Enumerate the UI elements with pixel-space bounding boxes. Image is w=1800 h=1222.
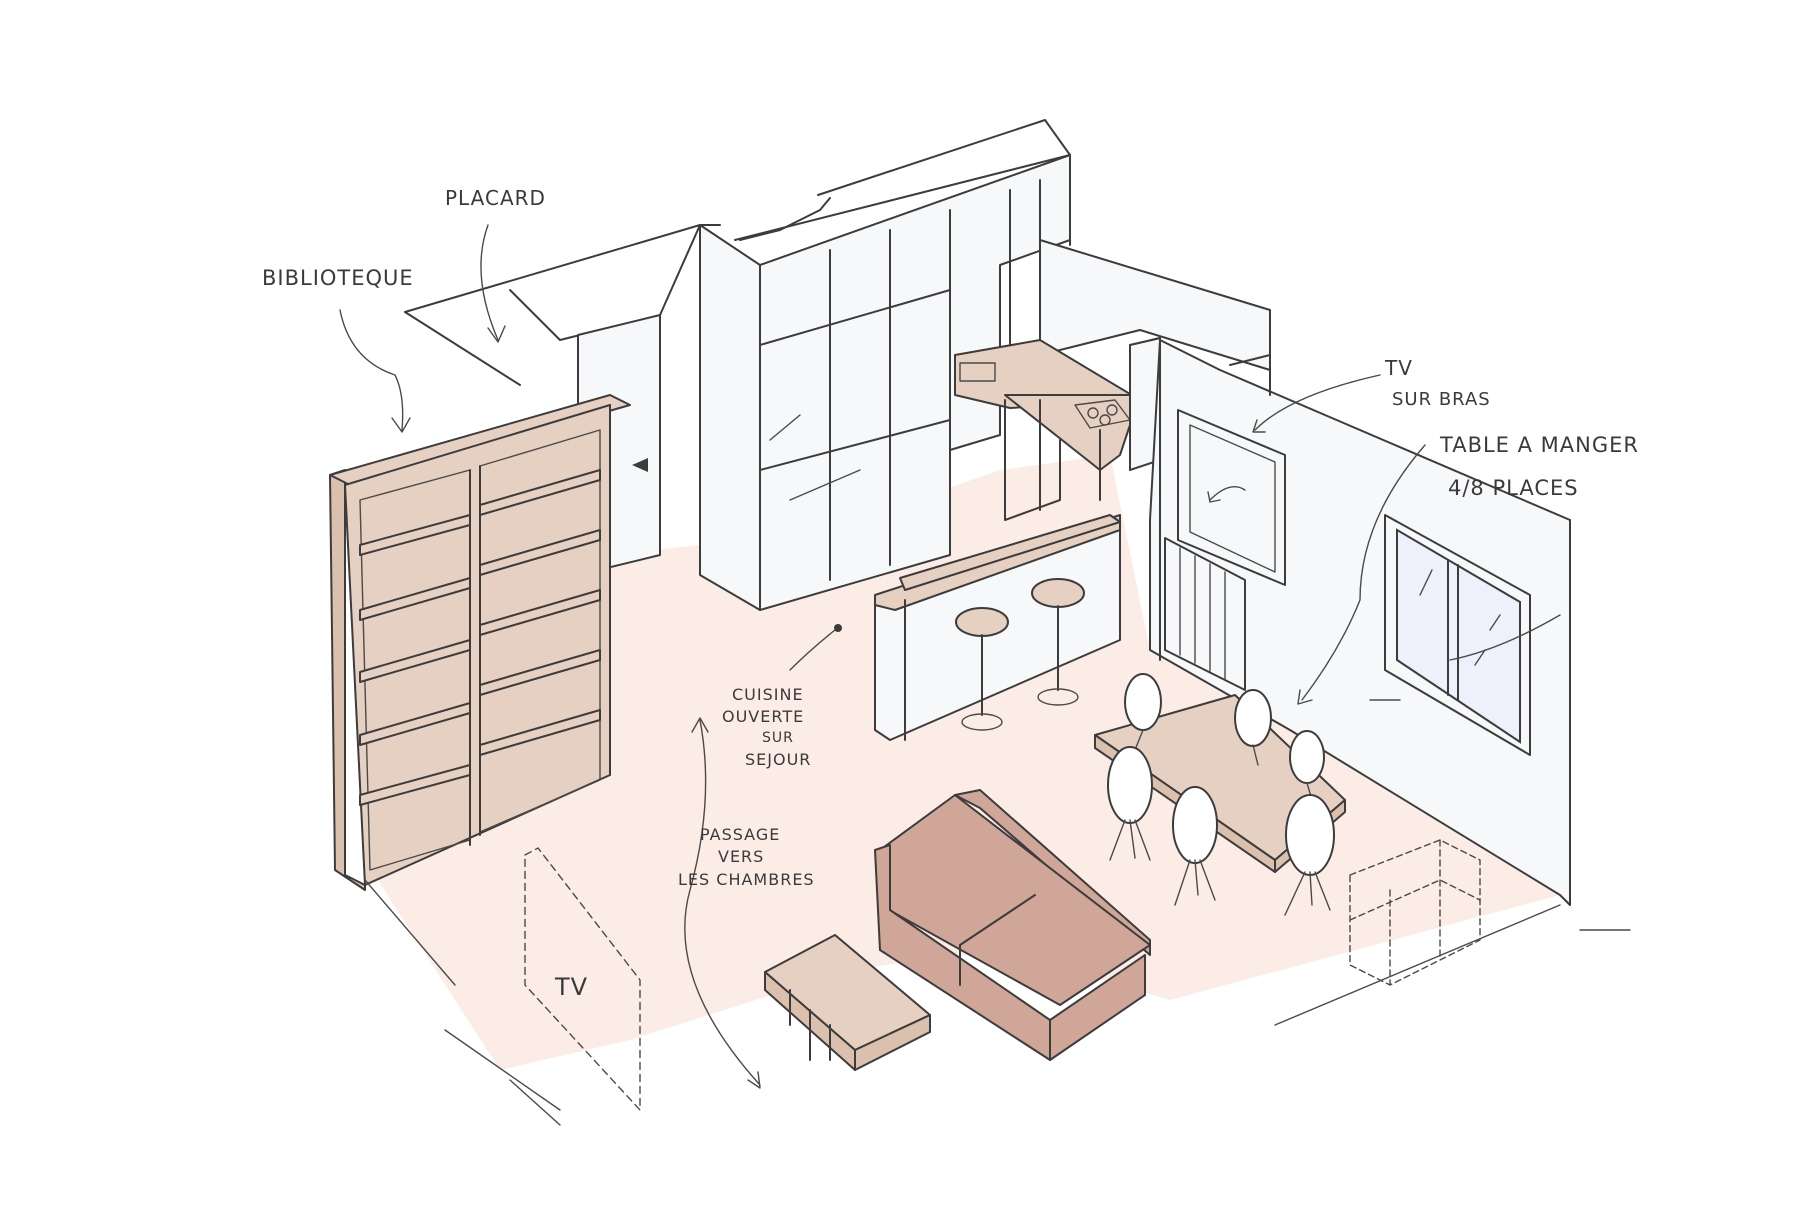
bar-stool-2 (1031, 578, 1085, 706)
label-passage-3: LES CHAMBRES (678, 870, 815, 889)
coffee-table (764, 934, 931, 1071)
label-table-2: 4/8 PLACES (1448, 476, 1579, 500)
floor (365, 455, 1560, 1070)
chair (1234, 689, 1272, 766)
label-cuisine-3: SUR (762, 730, 794, 746)
chair (1284, 794, 1335, 916)
passage-arrow-icon (684, 719, 761, 1086)
kitchen-counter (954, 239, 1271, 521)
label-cuisine-4: SEJOUR (745, 750, 811, 769)
label-table-1: TABLE A MANGER (1439, 433, 1639, 457)
dining-chairs (1107, 673, 1335, 916)
label-tv-bras-1: TV (1384, 356, 1413, 380)
annotation-arrows (339, 224, 1561, 1089)
floor-tv (444, 847, 641, 1126)
bar-stools (955, 578, 1085, 731)
tv-arrow-icon (1254, 374, 1381, 431)
storage-cubes (1349, 839, 1481, 986)
label-passage-1: PASSAGE (700, 825, 780, 844)
cuisine-arrow-icon (789, 629, 836, 671)
bar-stool-1 (955, 607, 1009, 731)
label-tv-floor: TV (554, 973, 588, 1001)
kitchen-columns (699, 119, 1071, 611)
placard-arrow-icon (480, 224, 499, 341)
window (1369, 514, 1531, 756)
label-tv-bras-2: SUR BRAS (1392, 389, 1491, 410)
chair (1107, 746, 1153, 861)
label-cuisine-1: CUISINE (732, 685, 804, 704)
label-cuisine-2: OUVERTE (722, 707, 804, 726)
sofa (874, 789, 1151, 1061)
table-arrow-icon (1301, 444, 1426, 701)
chair (1172, 786, 1218, 906)
bookcase (329, 394, 631, 891)
label-placard: PLACARD (445, 186, 546, 210)
label-bibliotheque: BIBLIOTEQUE (262, 266, 414, 290)
sink-icon (959, 362, 996, 382)
label-passage-2: VERS (718, 847, 764, 866)
bibliotheque-arrow-icon (339, 309, 404, 431)
wall-tv (1177, 409, 1286, 586)
door-hinge-icon (632, 458, 648, 472)
front-edges (364, 879, 1561, 1026)
island-marker-icon (834, 624, 842, 632)
window-leader-icon (1449, 614, 1561, 661)
rotate-arrow-icon (1209, 486, 1246, 501)
radiator (1164, 537, 1246, 691)
